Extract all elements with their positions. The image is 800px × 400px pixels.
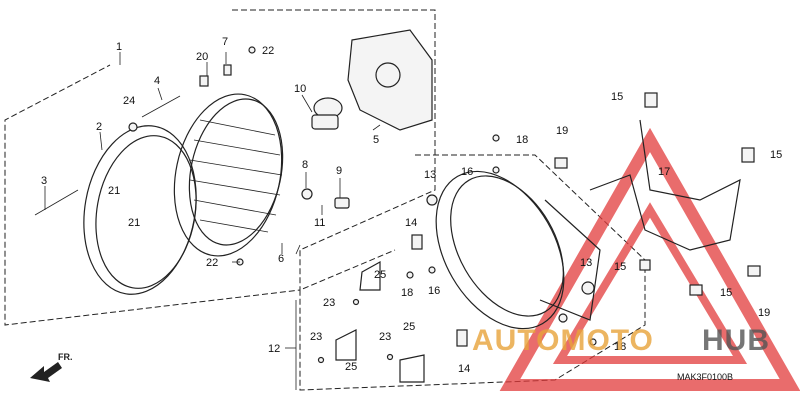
callout-10: 10	[294, 83, 306, 95]
headlight-case	[435, 170, 601, 330]
leader-lines	[44, 52, 381, 390]
callout-23b: 23	[310, 331, 322, 343]
callout-14b: 14	[458, 363, 470, 375]
callout-8: 8	[302, 159, 308, 171]
headlight-bulb	[311, 97, 343, 130]
headlight-rim	[83, 125, 197, 295]
callout-20: 20	[196, 51, 208, 63]
callout-16b: 16	[428, 285, 440, 297]
callout-25b: 25	[345, 361, 357, 373]
callout-15d: 15	[720, 287, 732, 299]
callout-17: 17	[658, 166, 670, 178]
callout-4: 4	[154, 75, 160, 87]
callout-5: 5	[373, 134, 379, 146]
callout-12: 12	[268, 343, 280, 355]
callout-25a: 25	[374, 269, 386, 281]
callout-15b: 15	[770, 149, 782, 161]
callout-13b: 13	[580, 257, 592, 269]
small-parts	[34, 46, 761, 383]
callout-11: 11	[314, 217, 325, 229]
direction-label: FR.	[58, 352, 73, 362]
group-outline-case	[299, 154, 646, 391]
callout-22a: 22	[262, 45, 274, 57]
callout-22b: 22	[206, 257, 218, 269]
callout-6: 6	[278, 253, 284, 265]
socket-cover	[347, 29, 433, 131]
callout-21b: 21	[128, 217, 140, 229]
watermark-text: AUTOMOTO HUB	[472, 324, 770, 357]
callout-18b: 18	[401, 287, 413, 299]
headlight-lens	[173, 93, 284, 257]
watermark-part1: AUTOMOTO	[472, 324, 654, 357]
callout-15c: 15	[614, 261, 626, 273]
callout-23a: 23	[323, 297, 335, 309]
callout-labels: 1 2 3 4 5 6 7 8 9 10 11 12 13 13 14 14 1…	[41, 36, 782, 375]
group-outline-headlight	[4, 9, 436, 326]
callout-18a: 18	[516, 134, 528, 146]
callout-13a: 13	[424, 169, 436, 181]
watermark-part2: HUB	[702, 324, 770, 357]
callout-16a: 16	[461, 166, 473, 178]
callout-24: 24	[123, 95, 135, 107]
callout-18c: 18	[614, 341, 626, 353]
callout-23c: 23	[379, 331, 391, 343]
callout-2: 2	[96, 121, 102, 133]
diagram-code: MAK3F0100B	[677, 372, 733, 382]
callout-25c: 25	[403, 321, 415, 333]
callout-15a: 15	[611, 91, 623, 103]
callout-19b: 19	[758, 307, 770, 319]
callout-21a: 21	[108, 185, 120, 197]
front-direction-arrow: FR.	[30, 352, 73, 382]
callout-1: 1	[116, 41, 122, 53]
callout-14a: 14	[405, 217, 417, 229]
headlight-bracket	[589, 119, 741, 251]
callout-7: 7	[222, 36, 228, 48]
callout-9: 9	[336, 165, 342, 177]
callout-19a: 19	[556, 125, 568, 137]
callout-3: 3	[41, 175, 47, 187]
